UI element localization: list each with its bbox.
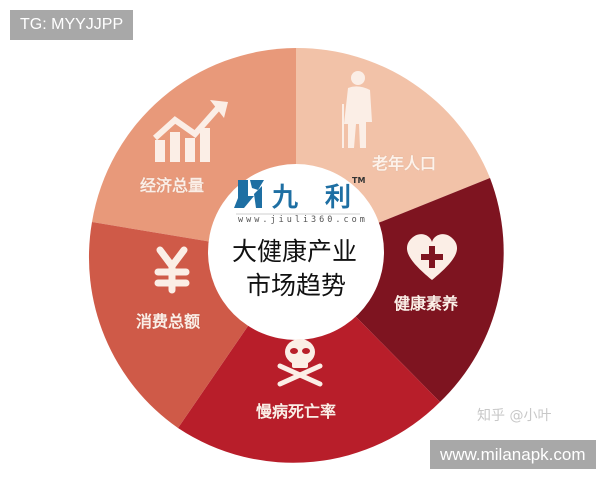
logo-mark-icon — [234, 180, 264, 208]
logo-char-li: 利 — [325, 183, 352, 213]
center-title-line1: 大健康产业 — [232, 237, 358, 266]
segment-health-literacy — [296, 178, 504, 402]
segment-label-mortality: 慢病死亡率 — [256, 402, 337, 421]
skull-crossbones-icon — [277, 339, 323, 387]
segment-label-consumption: 消费总额 — [136, 312, 201, 331]
segment-label-elderly: 老年人口 — [372, 154, 437, 173]
trademark-symbol: TM — [352, 176, 366, 185]
elderly-person-icon — [342, 71, 372, 148]
center-circle — [208, 164, 384, 340]
yen-icon — [154, 246, 190, 294]
tg-badge: TG: MYYJJPP — [10, 10, 134, 40]
segment-label-health-literacy: 健康素养 — [394, 294, 459, 313]
growth-chart-icon — [152, 100, 228, 162]
logo-url: www.jiuli360.com — [238, 215, 368, 225]
heart-plus-icon — [406, 234, 458, 280]
zhihu-watermark: 知乎 @小叶 — [477, 408, 552, 424]
center-title-line2: 市场趋势 — [246, 271, 347, 300]
site-badge: www.milanapk.com — [430, 440, 596, 469]
logo-char-jiu: 九 — [272, 183, 299, 213]
segment-label-economy: 经济总量 — [140, 176, 205, 195]
